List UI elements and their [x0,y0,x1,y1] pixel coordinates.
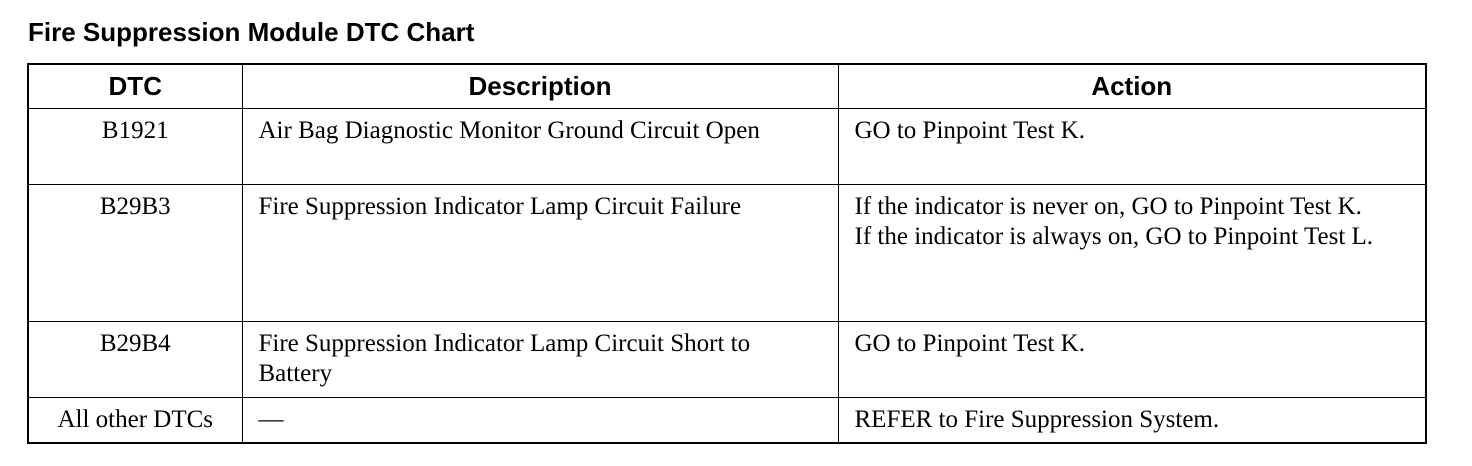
action-cell: REFER to Fire Suppression System. [837,397,1427,444]
description-cell: Fire Suppression Indicator Lamp Circuit … [241,321,839,398]
table-row: B29B3 Fire Suppression Indicator Lamp Ci… [27,184,1427,322]
table-row: B29B4 Fire Suppression Indicator Lamp Ci… [27,321,1427,398]
action-line: If the indicator is always on, GO to Pin… [854,223,1374,250]
header-dtc: DTC [27,63,243,109]
table-row: All other DTCs — REFER to Fire Suppressi… [27,397,1427,444]
page-title: Fire Suppression Module DTC Chart [28,17,475,47]
description-cell: Air Bag Diagnostic Monitor Ground Circui… [241,108,839,185]
action-cell: If the indicator is never on, GO to Pinp… [837,184,1427,322]
header-action: Action [837,63,1427,109]
dtc-code-cell: B29B4 [27,321,243,398]
table-header-row: DTC Description Action [27,63,1427,109]
action-cell: GO to Pinpoint Test K. [837,321,1427,398]
description-cell: — [241,397,839,444]
action-cell: GO to Pinpoint Test K. [837,108,1427,185]
action-line: GO to Pinpoint Test K. [854,330,1085,357]
action-line: REFER to Fire Suppression System. [854,406,1220,433]
dtc-code-cell: B29B3 [27,184,243,322]
dtc-chart-table: DTC Description Action B1921 Air Bag Dia… [27,63,1427,444]
dtc-code-cell: B1921 [27,108,243,185]
header-description: Description [241,63,839,109]
table-row: B1921 Air Bag Diagnostic Monitor Ground … [27,108,1427,185]
action-line: If the indicator is never on, GO to Pinp… [854,193,1362,220]
dtc-code-cell: All other DTCs [27,397,243,444]
description-cell: Fire Suppression Indicator Lamp Circuit … [241,184,839,322]
action-line: GO to Pinpoint Test K. [854,117,1085,144]
